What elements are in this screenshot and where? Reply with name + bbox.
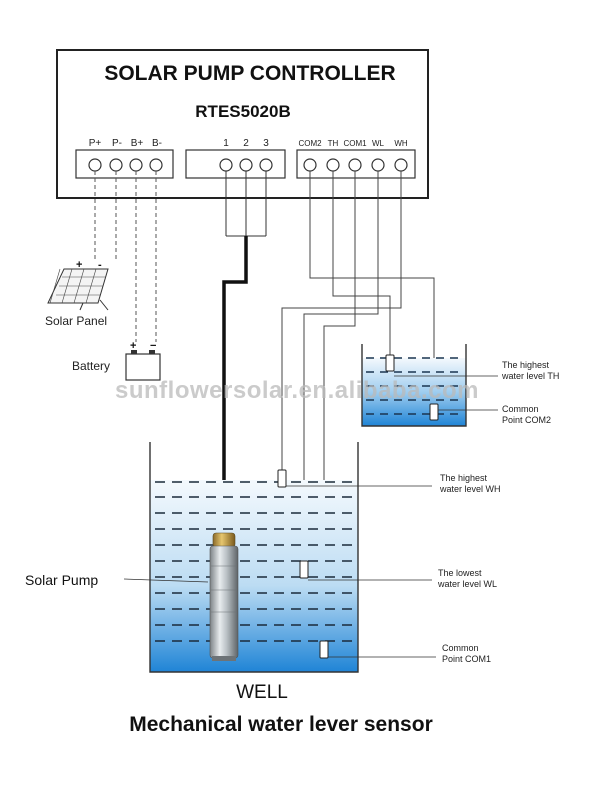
- well-label: WELL: [236, 682, 288, 703]
- terminal-screw-1: [219, 158, 233, 172]
- tank-common-label-2: Point COM2: [502, 415, 551, 425]
- solar-minus-sign: -: [98, 259, 102, 271]
- terminal-screw-wh: [394, 158, 408, 172]
- terminal-screw-com2: [303, 158, 317, 172]
- terminal-screw-th: [326, 158, 340, 172]
- power-wires: [94, 171, 157, 342]
- solar-pump: Solar Pump: [25, 532, 239, 661]
- controller-title: SOLAR PUMP CONTROLLER: [104, 62, 395, 85]
- well-container: The highest water level WH The lowest wa…: [149, 442, 501, 703]
- diagram-caption: Mechanical water lever sensor: [129, 713, 433, 736]
- tank-highest-label-1: The highest: [502, 360, 550, 370]
- controller-box: SOLAR PUMP CONTROLLER RTES5020B P+ P- B+…: [56, 49, 429, 199]
- terminal-label-p-minus: P-: [112, 138, 122, 149]
- terminal-screw-b-minus: [149, 158, 163, 172]
- well-highest-label-2: water level WH: [439, 484, 501, 494]
- well-float-wh: [277, 469, 287, 488]
- tank-common-label-1: Common: [502, 404, 539, 414]
- terminal-label-1: 1: [223, 138, 229, 149]
- terminal-screw-3: [259, 158, 273, 172]
- storage-tank: The highest water level TH Common Point …: [361, 344, 559, 427]
- well-common-label-1: Common: [442, 643, 479, 653]
- terminal-screw-wl: [371, 158, 385, 172]
- terminal-screw-2: [239, 158, 253, 172]
- pump-body: [209, 545, 239, 659]
- terminal-label-2: 2: [243, 138, 249, 149]
- terminal-label-com1: COM1: [343, 139, 367, 148]
- terminal-screw-p-plus: [88, 158, 102, 172]
- terminal-screw-com1: [348, 158, 362, 172]
- terminal-label-th: TH: [328, 139, 339, 148]
- terminal-label-b-plus: B+: [131, 138, 144, 149]
- well-common-label-2: Point COM1: [442, 654, 491, 664]
- terminal-label-wh: WH: [394, 139, 408, 148]
- terminal-screw-b-plus: [129, 158, 143, 172]
- terminal-label-wl: WL: [372, 139, 385, 148]
- battery-label: Battery: [72, 359, 110, 373]
- well-float-wl: [299, 560, 309, 579]
- well-lowest-label-1: The lowest: [438, 568, 482, 578]
- terminal-label-b-minus: B-: [152, 138, 162, 149]
- solar-panel-label: Solar Panel: [45, 314, 107, 328]
- battery-minus-sign: −: [150, 340, 156, 352]
- battery: + − Battery: [72, 340, 161, 381]
- well-lowest-label-2: water level WL: [437, 579, 497, 589]
- terminal-label-p-plus: P+: [89, 138, 102, 149]
- tank-highest-label-2: water level TH: [501, 371, 559, 381]
- solar-panel: + - Solar Panel: [45, 259, 109, 328]
- pump-wires: [222, 171, 267, 538]
- solar-pump-label: Solar Pump: [25, 572, 98, 588]
- tank-float-com2: [429, 403, 439, 421]
- terminal-label-com2: COM2: [298, 139, 322, 148]
- well-float-com1: [319, 640, 329, 659]
- tank-float-th: [385, 354, 395, 372]
- battery-plus-sign: +: [130, 340, 136, 352]
- terminal-screw-p-minus: [109, 158, 123, 172]
- watermark-text: sunflowersolar.en.alibaba.com: [115, 377, 479, 404]
- terminal-label-3: 3: [263, 138, 269, 149]
- controller-model: RTES5020B: [195, 102, 290, 121]
- solar-plus-sign: +: [76, 259, 82, 271]
- well-highest-label-1: The highest: [440, 473, 488, 483]
